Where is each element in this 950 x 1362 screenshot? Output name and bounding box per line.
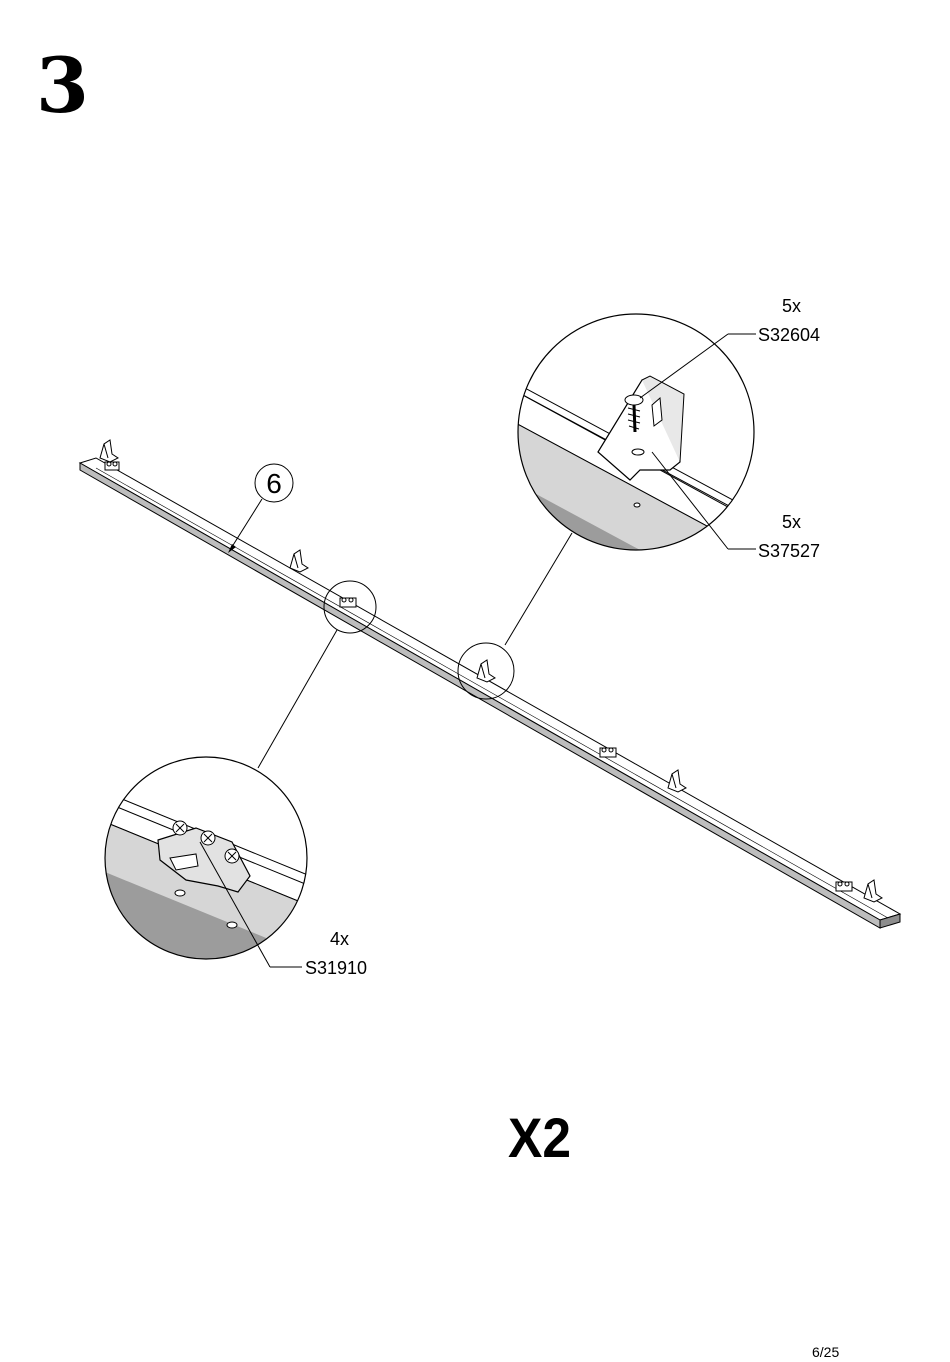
page-number: 6/25 <box>812 1345 839 1359</box>
callout-qty-s37527: 5x <box>782 513 801 531</box>
connector-line-top <box>505 533 572 645</box>
callout-qty-s31910: 4x <box>330 930 349 948</box>
quantity-multiplier: X2 <box>508 1110 571 1166</box>
callout-code-s37527: S37527 <box>758 542 820 560</box>
callout-code-s31910: S31910 <box>305 959 367 977</box>
callout-qty-s32604: 5x <box>782 297 801 315</box>
callout-code-s32604: S32604 <box>758 326 820 344</box>
part-number-label: 6 <box>266 468 282 499</box>
detail-view-clip <box>100 750 320 1000</box>
detail-view-bracket <box>510 310 770 640</box>
connector-line-bottom <box>258 630 337 768</box>
